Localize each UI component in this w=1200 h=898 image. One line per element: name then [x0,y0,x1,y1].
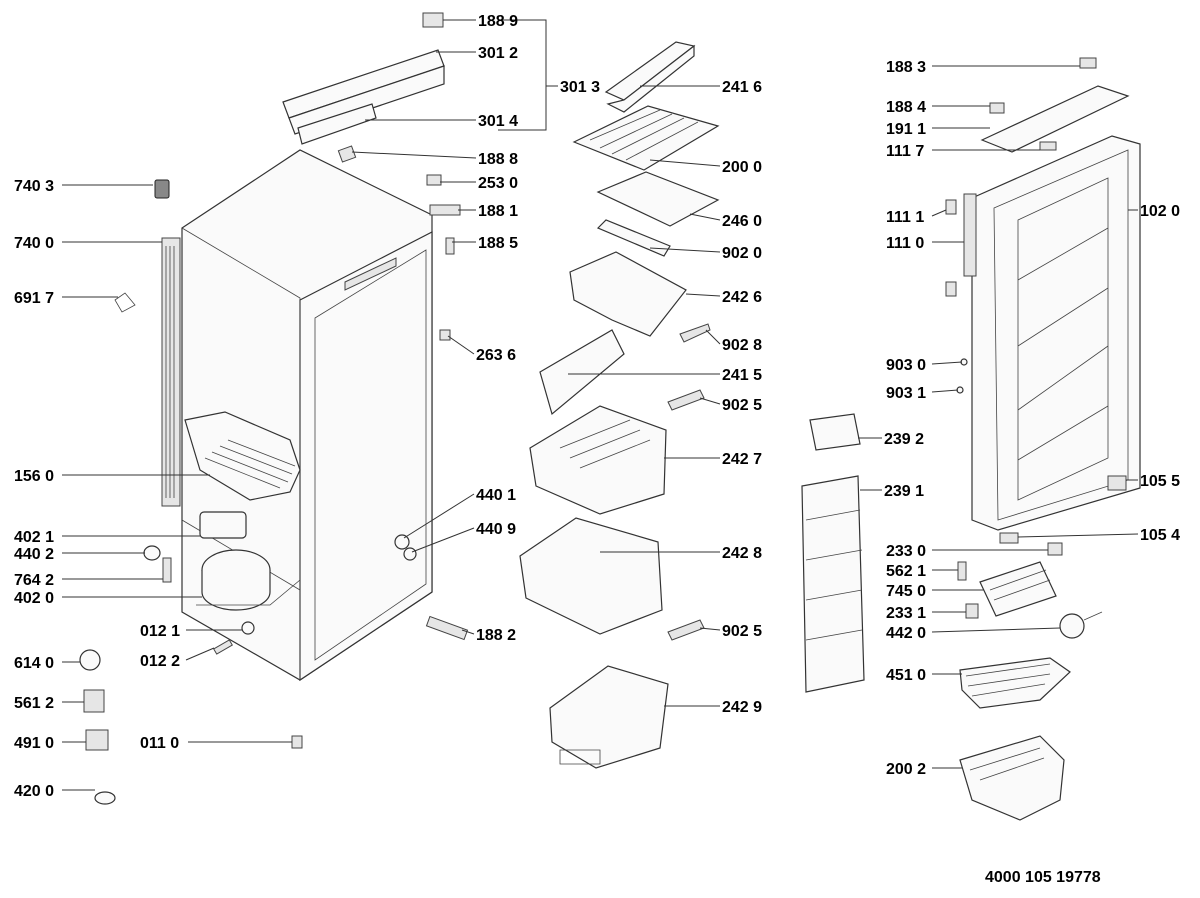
cabinet-body [181,149,433,682]
label-440-9: 440 9 [476,521,516,538]
label-902-5-upper: 902 5 [722,397,762,414]
label-301-4: 301 4 [478,113,518,130]
label-242-9: 242 9 [722,699,762,716]
label-012-1: 012 1 [140,623,180,640]
label-105-4: 105 4 [1140,527,1180,544]
label-902-0: 902 0 [722,245,762,262]
label-614-0: 614 0 [14,655,54,672]
label-241-5: 241 5 [722,367,762,384]
label-188-8: 188 8 [478,151,518,168]
label-491-0: 491 0 [14,735,54,752]
label-233-1: 233 1 [886,605,926,622]
small-parts-cabinet [79,174,469,805]
label-691-7: 691 7 [14,290,54,307]
label-105-5: 105 5 [1140,473,1180,490]
label-402-0: 402 0 [14,590,54,607]
label-242-7: 242 7 [722,451,762,468]
label-188-5: 188 5 [478,235,518,252]
label-111-7: 111 7 [886,143,924,160]
label-011-0: 011 0 [140,735,179,752]
door-assembly [945,57,1141,556]
catalog-number: 4000 105 19778 [985,869,1101,886]
label-301-2: 301 2 [478,45,518,62]
part-labels: 188 9 301 2 301 3 301 4 188 8 253 0 188 … [14,13,1180,886]
label-111-0: 111 0 [886,235,924,252]
label-200-2: 200 2 [886,761,926,778]
label-442-0: 442 0 [886,625,926,642]
label-903-0: 903 0 [886,357,926,374]
label-246-0: 246 0 [722,213,762,230]
label-242-8: 242 8 [722,545,762,562]
label-191-1: 191 1 [886,121,926,138]
label-301-3: 301 3 [560,79,600,96]
label-440-1: 440 1 [476,487,516,504]
label-740-0: 740 0 [14,235,54,252]
compressor-group [196,511,301,611]
label-241-6: 241 6 [722,79,762,96]
label-242-6: 242 6 [722,289,762,306]
label-239-2: 239 2 [884,431,924,448]
label-902-8: 902 8 [722,337,762,354]
label-745-0: 745 0 [886,583,926,600]
label-200-0: 200 0 [722,159,762,176]
label-263-6: 263 6 [476,347,516,364]
label-420-0: 420 0 [14,783,54,800]
label-188-9: 188 9 [478,13,518,30]
label-764-2: 764 2 [14,572,54,589]
label-402-1: 402 1 [14,529,54,546]
label-253-0: 253 0 [478,175,518,192]
label-188-1: 188 1 [478,203,518,220]
label-188-2: 188 2 [476,627,516,644]
rear-evaporator-parts [801,413,1103,821]
label-188-4: 188 4 [886,99,926,116]
label-233-0: 233 0 [886,543,926,560]
label-440-2: 440 2 [14,546,54,563]
leader-lines [62,19,1139,791]
condenser-coil [161,237,181,507]
label-102-0: 102 0 [1140,203,1180,220]
shelves-and-drawers [519,41,720,769]
label-111-1: 111 1 [886,209,924,226]
label-561-2: 561 2 [14,695,54,712]
label-740-3: 740 3 [14,178,54,195]
label-451-0: 451 0 [886,667,926,684]
label-902-5-lower: 902 5 [722,623,762,640]
label-239-1: 239 1 [884,483,924,500]
label-188-3: 188 3 [886,59,926,76]
control-panel [282,12,445,163]
label-903-1: 903 1 [886,385,926,402]
label-012-2: 012 2 [140,653,180,670]
label-156-0: 156 0 [14,468,54,485]
label-562-1: 562 1 [886,563,926,580]
